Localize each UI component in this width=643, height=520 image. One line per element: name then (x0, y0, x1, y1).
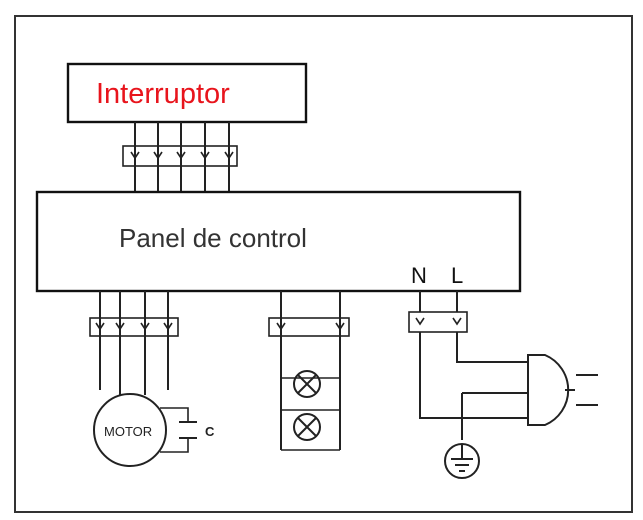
motor-label: MOTOR (104, 424, 152, 439)
capacitor-label: C (205, 424, 215, 439)
power-wiring (408, 291, 598, 479)
lamp-wiring (268, 291, 350, 451)
motor-terminal-block (89, 317, 179, 337)
switch-box: Interruptor (66, 62, 308, 124)
motor-symbol (93, 393, 167, 467)
switch-terminal-block (122, 145, 238, 167)
switch-label: Interruptor (96, 78, 230, 110)
plug-icon (527, 354, 598, 426)
power-terminal-block (408, 311, 468, 333)
terminal-n-label: N (411, 263, 427, 288)
lamp-terminal-block (268, 317, 350, 337)
lamp-icon (293, 413, 321, 441)
motor-wiring: MOTOR C (89, 291, 215, 467)
lamp-icon (293, 370, 321, 398)
control-panel: Panel de control N L (35, 190, 522, 293)
control-panel-label: Panel de control (119, 223, 307, 253)
ground-icon (444, 443, 480, 479)
terminal-l-label: L (451, 263, 463, 288)
